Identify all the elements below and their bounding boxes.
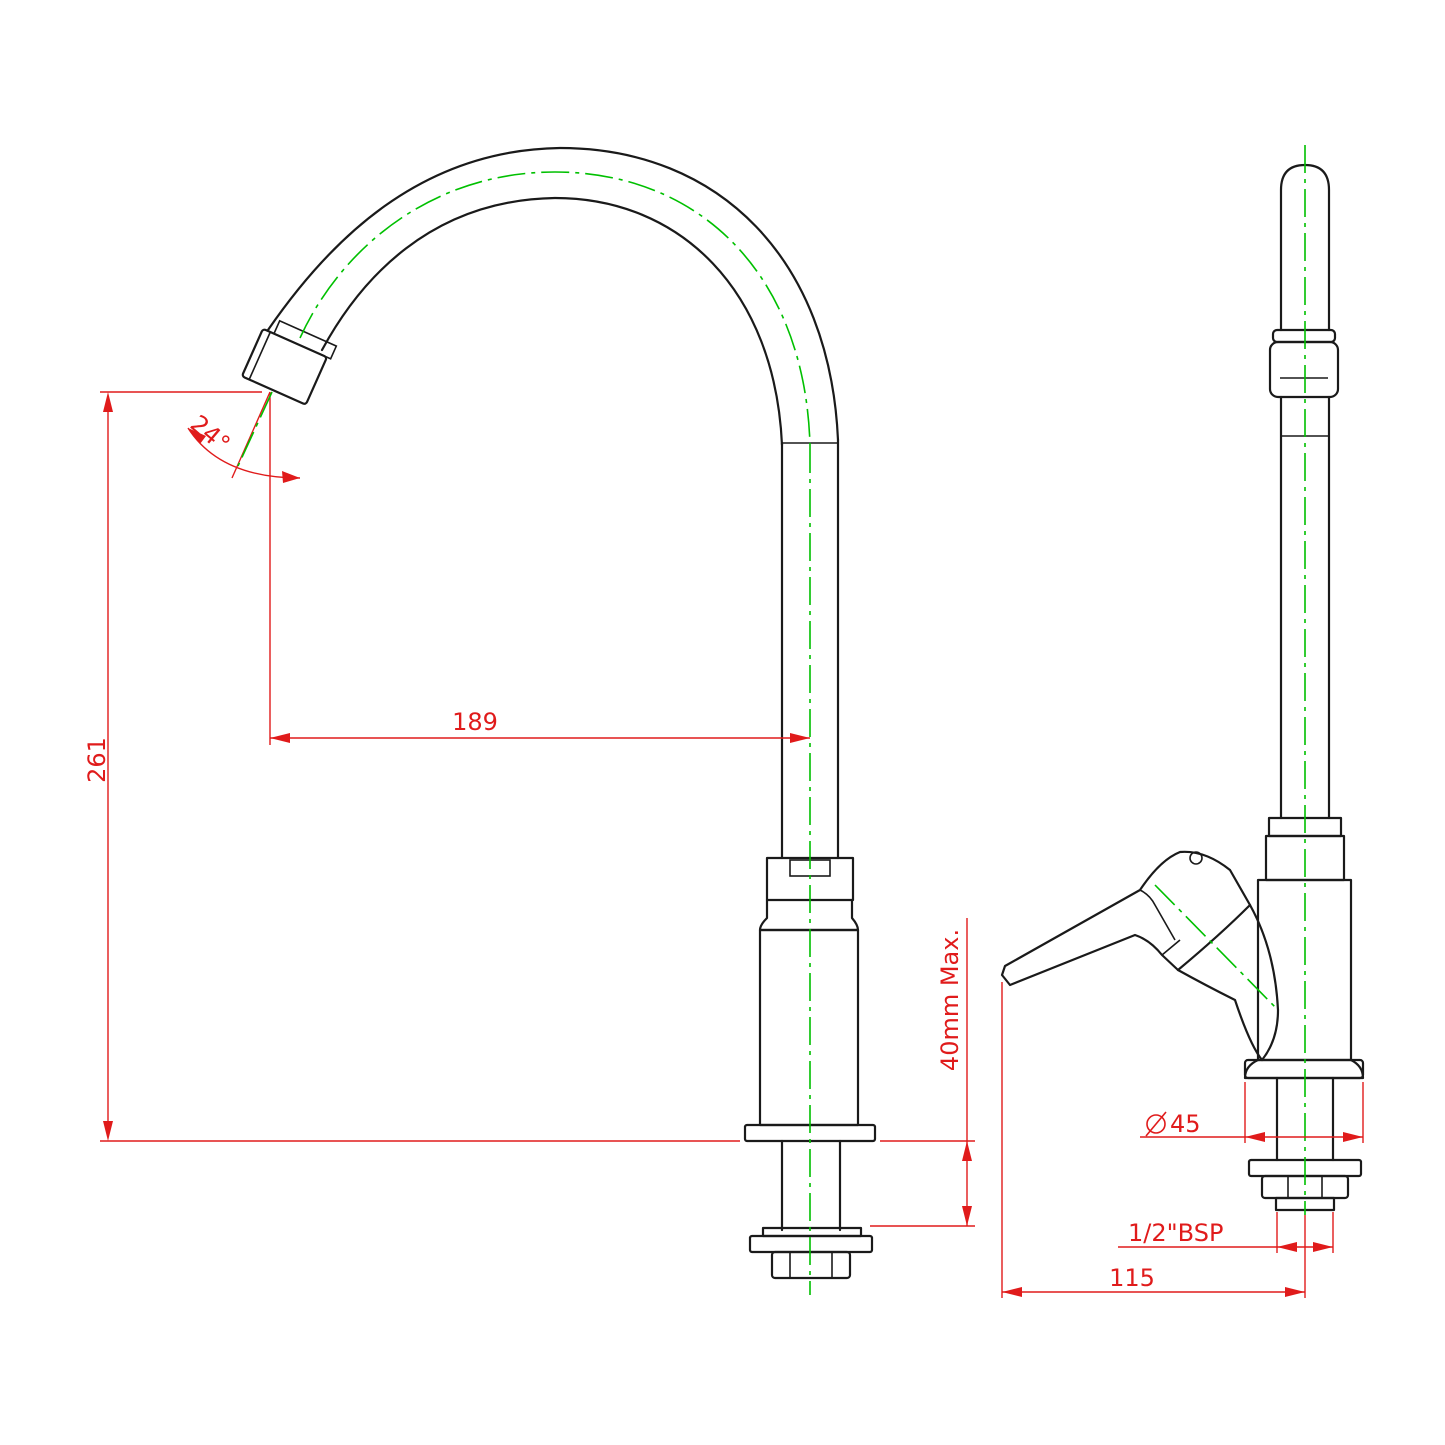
- front-centerline: [299, 171, 811, 1295]
- angle-dimension: 24°: [185, 391, 301, 483]
- front-dimensions: 261 189 24° 40mm Max.: [83, 391, 975, 1227]
- height-label: 261: [83, 737, 111, 783]
- side-body: [1243, 816, 1365, 1080]
- max-deck-dimension: 40mm Max.: [870, 918, 975, 1227]
- lever-offset-label: 115: [1109, 1264, 1155, 1292]
- reach-label: 189: [452, 708, 498, 736]
- thread-dimension: 1/2"BSP: [1118, 1212, 1334, 1253]
- side-view: [1000, 145, 1365, 1215]
- height-dimension: 261: [83, 391, 740, 1142]
- max-deck-label: 40mm Max.: [936, 929, 964, 1071]
- side-lever: [1000, 850, 1280, 1062]
- side-centerline: [1154, 145, 1306, 1215]
- aerator: [241, 319, 338, 405]
- side-shank-and-nut: [1247, 1076, 1363, 1212]
- lever-offset-dimension: 115: [1001, 982, 1306, 1298]
- reach-dimension: 189: [269, 392, 810, 745]
- shank-and-nut: [748, 1139, 874, 1280]
- diameter-label: 45: [1170, 1110, 1201, 1138]
- side-dimensions: 45 1/2"BSP 115: [1001, 982, 1364, 1298]
- diameter-symbol-icon: [1145, 1111, 1167, 1137]
- front-view: [241, 146, 877, 1295]
- diameter-dimension: 45: [1140, 1082, 1364, 1143]
- thread-label: 1/2"BSP: [1128, 1219, 1223, 1247]
- side-spout: [1268, 163, 1340, 820]
- angle-label: 24°: [185, 409, 236, 458]
- spout: [266, 146, 840, 860]
